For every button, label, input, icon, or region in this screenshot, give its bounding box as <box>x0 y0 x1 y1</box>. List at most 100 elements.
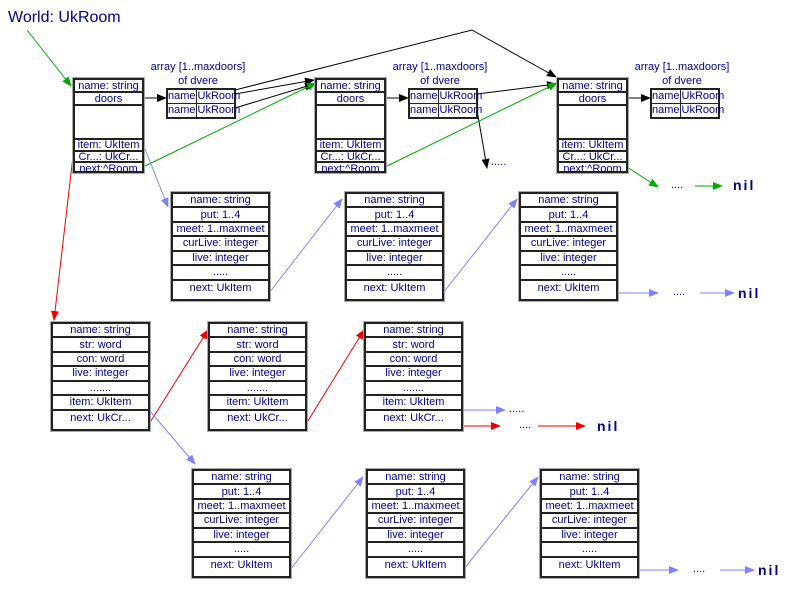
door-target-cell: UkRoom <box>197 104 241 116</box>
field-row: meet: 1..maxmeet <box>368 500 463 515</box>
field-row: con: word <box>53 353 148 368</box>
field-row: next: UkItem <box>189 281 252 294</box>
door-link-b1-room3 <box>476 81 557 95</box>
item2-next-link <box>442 198 518 294</box>
field-row: meet: 1..maxmeet <box>173 223 268 238</box>
field-row: str: word <box>366 338 461 353</box>
field-row: ..... <box>521 266 616 281</box>
room1-item-link <box>142 143 169 208</box>
creature2-next-link <box>305 329 365 425</box>
field-row: doors <box>559 93 626 106</box>
field-row: next: UkItem <box>210 558 273 571</box>
room1-next-link <box>142 82 317 168</box>
field-row: put: 1..4 <box>347 208 442 223</box>
array-caption-line1: array [1..maxdoors] <box>634 61 730 73</box>
array-caption-line2: of dvere <box>178 75 218 87</box>
field-row: con: word <box>210 353 305 368</box>
field-row: put: 1..4 <box>521 208 616 223</box>
field-row: str: word <box>53 338 148 353</box>
field-row: name: string <box>173 194 268 209</box>
array-caption-line1: array [1..maxdoors] <box>150 61 246 73</box>
field-row: next: UkCr... <box>227 411 288 424</box>
array-caption-line1: array [1..maxdoors] <box>392 61 488 73</box>
room-list-continuation: .... <box>671 179 684 191</box>
field-row <box>317 106 384 140</box>
field-row: name: string <box>210 324 305 339</box>
field-row: meet: 1..maxmeet <box>521 223 616 238</box>
field-row: curLive: integer <box>173 237 268 252</box>
field-row: ....... <box>366 382 461 397</box>
array-caption-line2: of dvere <box>420 75 460 87</box>
room3-next-link <box>626 166 659 188</box>
door-link-a1-room3 <box>234 29 557 91</box>
field-row: ....... <box>210 382 305 397</box>
door-name-cell: name <box>410 90 439 103</box>
array-caption-3: array [1..maxdoors] of dvere <box>632 60 732 88</box>
field-row: ..... <box>194 543 289 558</box>
creature1-item-link <box>148 409 196 465</box>
field-row: item: UkItem <box>366 396 461 411</box>
door-name-cell: name <box>652 90 681 103</box>
field-row: curLive: integer <box>368 514 463 529</box>
door-target-cell: UkRoom <box>197 90 241 102</box>
field-row: next: UkItem <box>558 558 621 571</box>
door-name-cell: name <box>168 104 197 117</box>
field-row: item: UkItem <box>53 396 148 411</box>
item4-next-link <box>289 476 364 571</box>
field-row: item: UkItem <box>559 140 626 152</box>
field-row: name: string <box>559 80 626 93</box>
item1-next-link <box>268 198 343 294</box>
field-row: item: UkItem <box>75 140 142 152</box>
field-row: live: integer <box>194 529 289 544</box>
array-caption-line2: of dvere <box>662 75 702 87</box>
field-row: Cr...: UkCr... <box>75 152 142 163</box>
item-list2-nil: nil <box>758 562 781 578</box>
field-row: curLive: integer <box>347 237 442 252</box>
door-link-a2-room2 <box>234 82 315 109</box>
field-row: next: UkItem <box>363 281 426 294</box>
field-row: live: integer <box>347 252 442 267</box>
field-row: ..... <box>347 266 442 281</box>
field-row: name: string <box>368 471 463 486</box>
field-row: name: string <box>53 324 148 339</box>
field-row: Cr...: UkCr... <box>559 152 626 163</box>
field-row <box>559 106 626 140</box>
field-row: name: string <box>521 194 616 209</box>
field-row: put: 1..4 <box>368 485 463 500</box>
field-row: next: UkCr... <box>383 411 444 424</box>
field-row: name: string <box>347 194 442 209</box>
field-row: meet: 1..maxmeet <box>542 500 637 515</box>
field-row: put: 1..4 <box>194 485 289 500</box>
item-list1-nil: nil <box>738 285 761 301</box>
field-row: live: integer <box>53 367 148 382</box>
field-row: put: 1..4 <box>173 208 268 223</box>
field-row: Cr...: UkCr... <box>317 152 384 163</box>
room-list-nil: nil <box>733 177 756 193</box>
field-row: doors <box>317 93 384 106</box>
field-row: curLive: integer <box>194 514 289 529</box>
field-row: next:^Room <box>563 163 622 175</box>
door-name-cell: name <box>652 104 681 117</box>
door-target-cell: UkRoom <box>681 104 725 116</box>
field-row: next:^Room <box>321 163 380 175</box>
creature3-item-continuation: ..... <box>509 403 525 415</box>
field-row: name: string <box>366 324 461 339</box>
door-target-cell: UkRoom <box>439 104 483 116</box>
doors-continuation: ..... <box>491 156 507 168</box>
field-row: con: word <box>366 353 461 368</box>
